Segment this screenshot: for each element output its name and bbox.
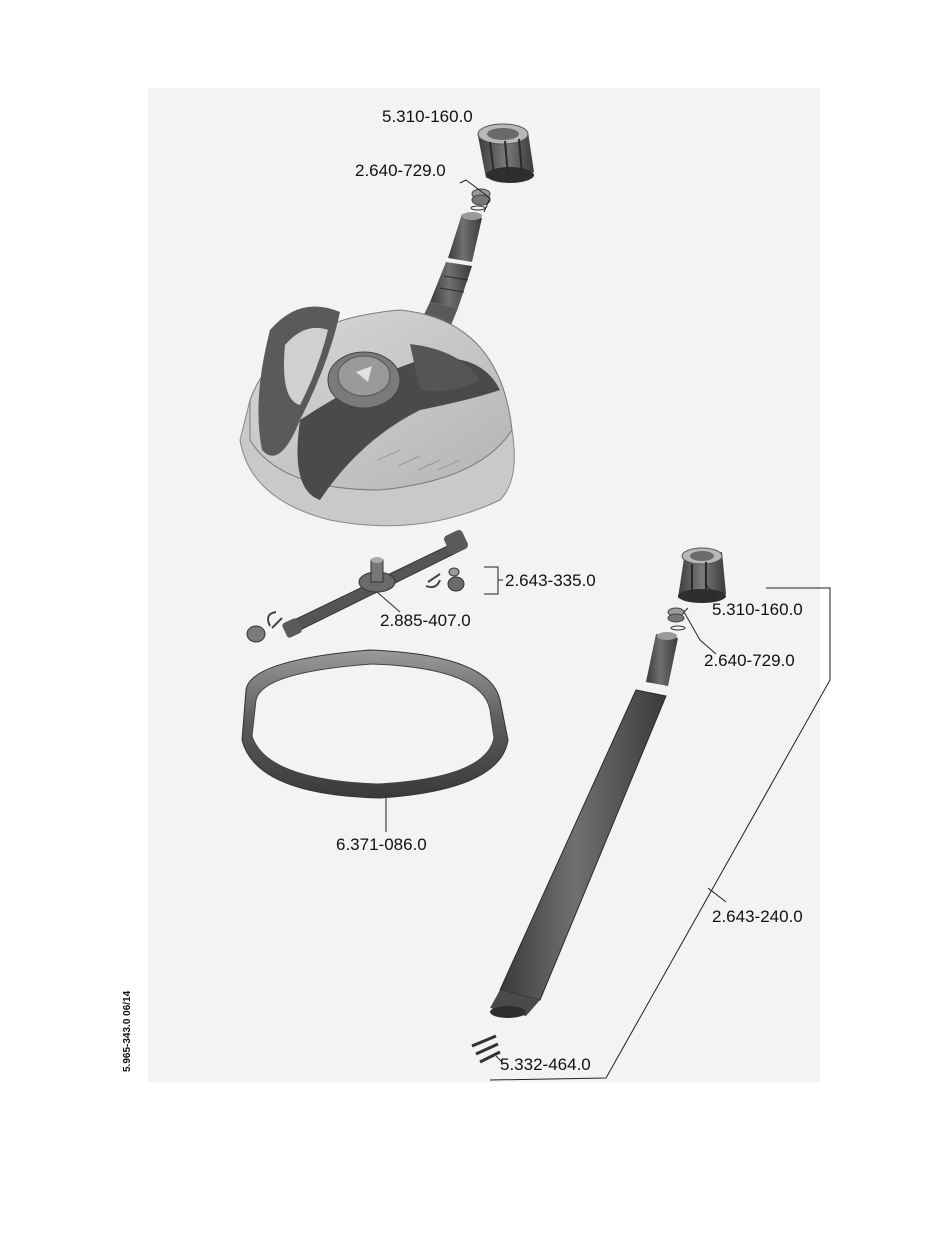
lance-union-nut-illustration [678,548,726,603]
brush-ring-illustration [242,650,508,798]
part-label-rotor-arm: 2.885-407.0 [380,611,471,630]
part-label-extension-lance: 2.643-240.0 [712,907,803,926]
part-label-top-oring-set: 2.640-729.0 [355,161,446,180]
part-label-lance-union-nut: 5.310-160.0 [712,600,803,619]
part-label-lance-oring-set: 2.640-729.0 [704,651,795,670]
part-label-brush-ring: 6.371-086.0 [336,835,427,854]
top-union-nut-illustration [478,124,534,183]
part-label-top-union-nut: 5.310-160.0 [382,107,473,126]
document-code: 5.965-343.0 06/14 [122,990,133,1072]
part-label-lance-end-seal: 5.332-464.0 [500,1055,591,1074]
part-label-nozzle-set: 2.643-335.0 [505,571,596,590]
